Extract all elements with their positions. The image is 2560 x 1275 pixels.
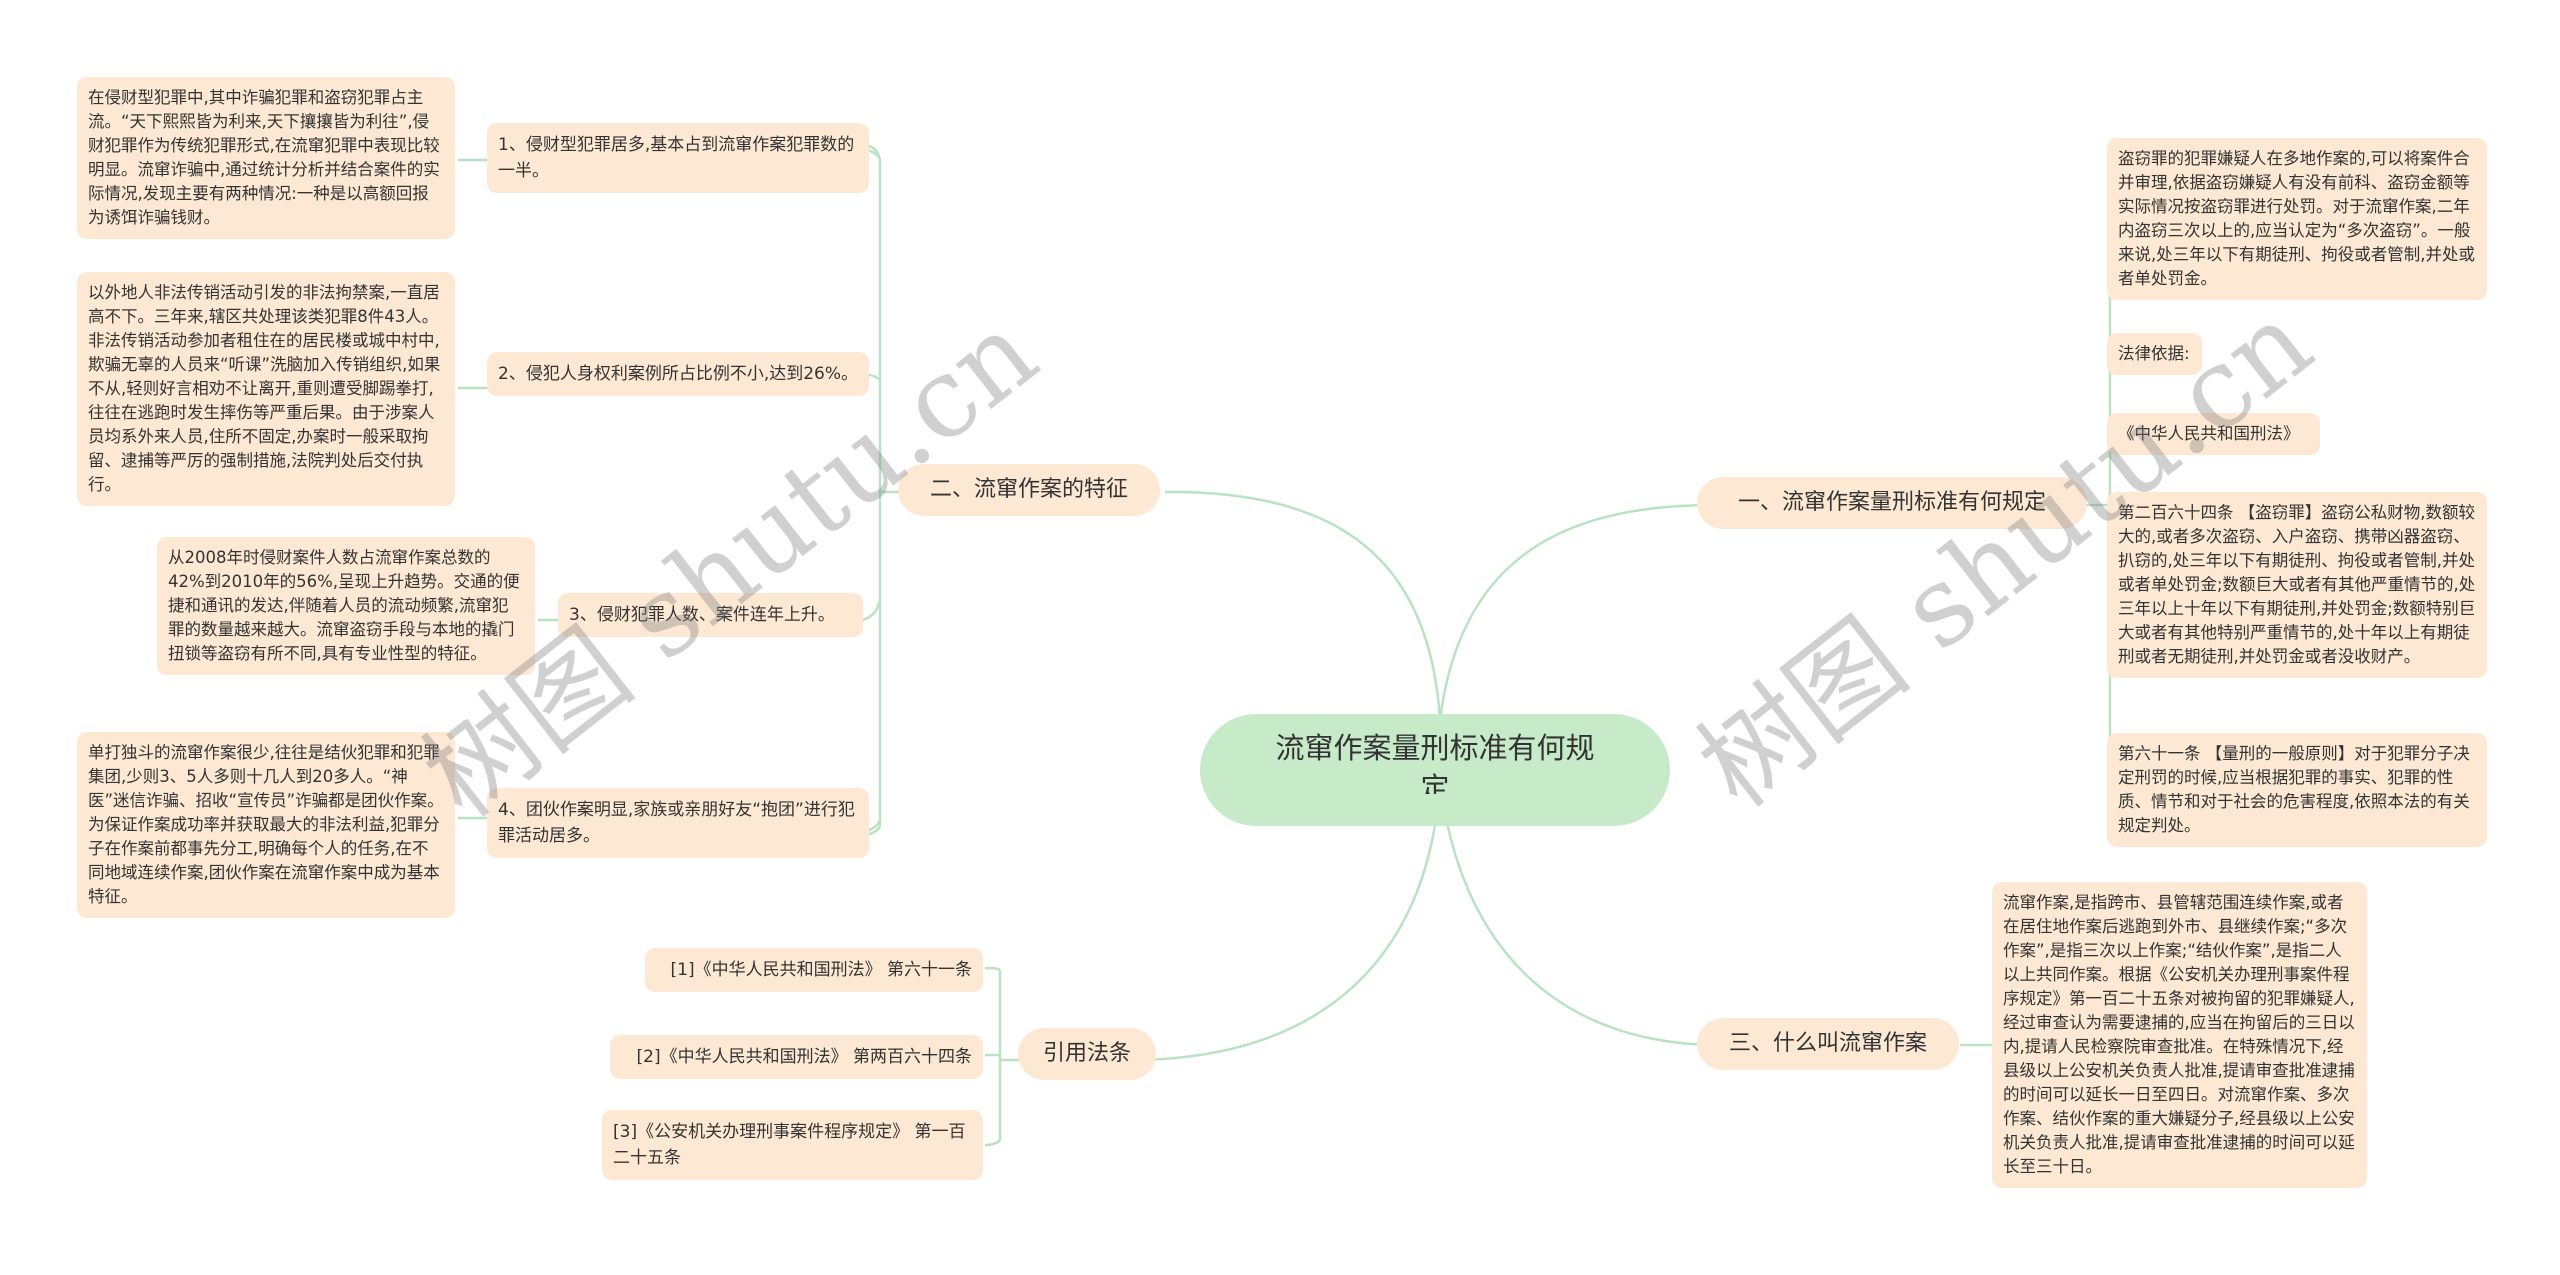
branch-label: 三、什么叫流窜作案 <box>1728 1031 1927 1056</box>
link-root-b3 <box>1438 779 1721 1047</box>
link-root-b2 <box>1164 490 1442 721</box>
leaf-theft-suspect-multi-location[interactable]: 盗窃罪的犯罪嫌疑人在多地作案的,可以将案件合并审理,依据盗窃嫌疑人有没有前科、盗… <box>2107 138 2487 300</box>
link-root-b4 <box>1129 779 1442 1062</box>
leaf-legal-basis-label[interactable]: 法律依据: <box>2107 333 2202 375</box>
leaf-definition-detail[interactable]: 流窜作案,是指跨市、县管辖范围连续作案,或者在居住地作案后逃跑到外市、县继续作案… <box>1992 882 2367 1188</box>
branch-label: 引用法条 <box>1042 1041 1131 1066</box>
link-root-b1 <box>1438 503 1716 721</box>
detail-illegal-detention[interactable]: 以外地人非法传销活动引发的非法拘禁案,一直居高不下。三年来,辖区共处理该类犯罪8… <box>77 272 455 506</box>
citation-1[interactable]: [1]《中华人民共和国刑法》 第六十一条 <box>645 948 983 992</box>
detail-rising-trend[interactable]: 从2008年时侵财案件人数占流窜作案总数的42%到2010年的56%,呈现上升趋… <box>157 537 535 675</box>
branch-cited-laws[interactable]: 引用法条 <box>1018 1028 1156 1080</box>
leaf-article-61[interactable]: 第六十一条 【量刑的一般原则】对于犯罪分子决定刑罚的时候,应当根据犯罪的事实、犯… <box>2107 733 2487 847</box>
detail-property-crimes[interactable]: 在侵财型犯罪中,其中诈骗犯罪和盗窃犯罪占主流。“天下熙熙皆为利来,天下攘攘皆为利… <box>77 77 455 239</box>
branch-sentencing-standards[interactable]: 一、流窜作案量刑标准有何规定 <box>1697 477 2087 529</box>
item-personal-rights-26pct[interactable]: 2、侵犯人身权利案例所占比例不小,达到26%。 <box>487 352 869 396</box>
branch-label: 二、流窜作案的特征 <box>929 477 1128 502</box>
citation-3[interactable]: [3]《公安机关办理刑事案件程序规定》 第一百二十五条 <box>602 1110 983 1180</box>
branch-definition[interactable]: 三、什么叫流窜作案 <box>1697 1018 1959 1070</box>
item-property-crimes-majority[interactable]: 1、侵财型犯罪居多,基本占到流窜作案犯罪数的一半。 <box>487 123 869 193</box>
branch-label: 一、流窜作案量刑标准有何规定 <box>1737 490 2046 515</box>
leaf-article-264[interactable]: 第二百六十四条 【盗窃罪】盗窃公私财物,数额较大的,或者多次盗窃、入户盗窃、携带… <box>2107 492 2487 678</box>
root-title-line2: 定 <box>1420 771 1450 794</box>
detail-gang-crimes[interactable]: 单打独斗的流窜作案很少,往往是结伙犯罪和犯罪集团,少则3、5人多则十几人到20多… <box>77 732 455 918</box>
citation-2[interactable]: [2]《中华人民共和国刑法》 第两百六十四条 <box>610 1035 983 1079</box>
leaf-criminal-law-title[interactable]: 《中华人民共和国刑法》 <box>2107 413 2320 455</box>
root-node[interactable]: 流窜作案量刑标准有何规 定 <box>1200 714 1670 826</box>
root-title-line1: 流窜作案量刑标准有何规 <box>1275 731 1595 765</box>
item-property-crimes-rising[interactable]: 3、侵财犯罪人数、案件连年上升。 <box>558 593 863 637</box>
item-gang-crimes[interactable]: 4、团伙作案明显,家族或亲朋好友“抱团”进行犯罪活动居多。 <box>487 788 869 858</box>
branch-characteristics[interactable]: 二、流窜作案的特征 <box>898 464 1160 516</box>
